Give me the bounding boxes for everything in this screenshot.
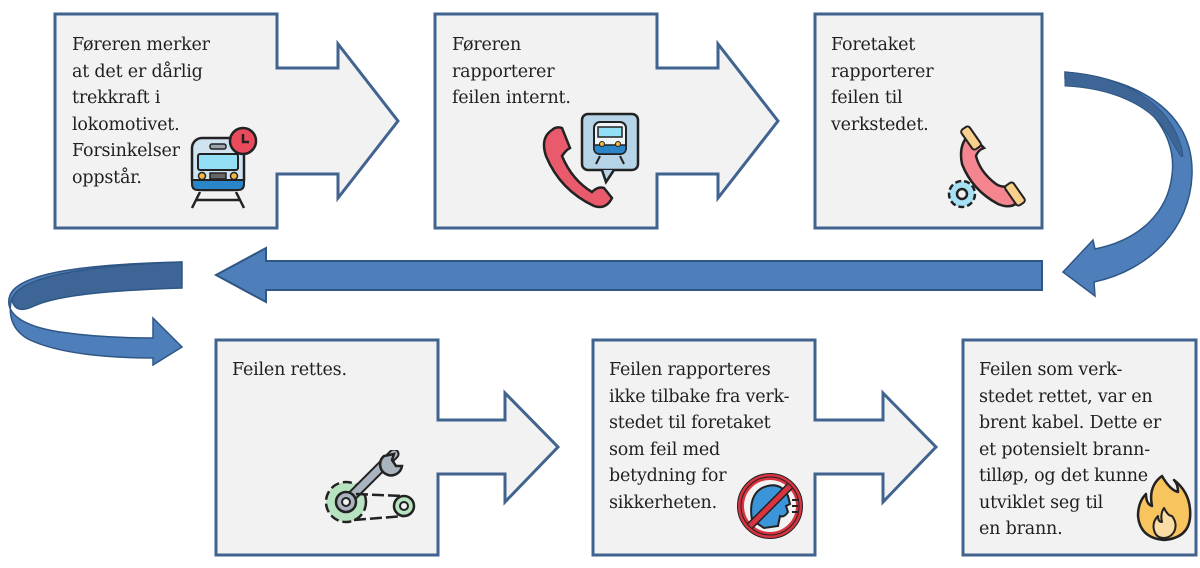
phone-train-report-icon	[542, 112, 640, 209]
no-speaking-icon	[737, 473, 803, 539]
phone-gear-icon	[947, 125, 1026, 209]
train-delay-icon	[190, 126, 258, 209]
long-left-arrow	[213, 246, 1043, 304]
step-5-shape	[591, 338, 939, 557]
wrench-gear-repair-icon	[324, 450, 416, 524]
step-6-text: Feilen som verk- stedet rettet, var en b…	[979, 360, 1162, 539]
step-2-text: Føreren rapporterer feilen internt.	[452, 35, 571, 108]
step-3-text: Foretaket rapporterer feilen til verkste…	[831, 35, 934, 135]
step-4-text: Feilen rettes.	[232, 360, 347, 380]
step-1-shape	[53, 12, 400, 230]
curved-arrow-right	[1061, 71, 1193, 298]
curved-arrow-left	[8, 261, 184, 367]
step-4-shape	[214, 338, 561, 557]
step-5-text: Feilen rapporteres ikke tilbake fra verk…	[609, 360, 790, 513]
step-1-text: Føreren merker at det er dårlig trekkraf…	[72, 35, 210, 188]
fire-icon	[1136, 474, 1192, 542]
